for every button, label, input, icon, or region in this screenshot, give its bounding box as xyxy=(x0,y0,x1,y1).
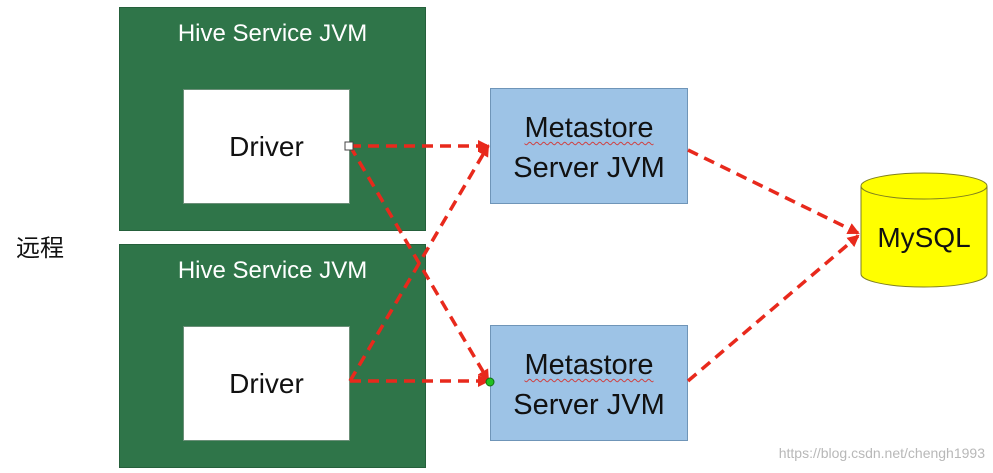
mysql-cylinder-icon xyxy=(860,172,988,288)
metastore-server-top: Metastore Server JVM xyxy=(490,88,688,204)
driver-box-top: Driver xyxy=(183,89,350,204)
metastore-line1: Metastore xyxy=(524,349,654,381)
watermark: https://blog.csdn.net/chengh1993 xyxy=(778,445,985,461)
metastore-line2: Server JVM xyxy=(513,389,665,421)
remote-label: 远程 xyxy=(16,234,64,262)
mysql-label: MySQL xyxy=(877,222,971,253)
hive-service-title: Hive Service JVM xyxy=(177,257,368,284)
metastore-line2: Server JVM xyxy=(513,152,665,184)
driver-box-bottom: Driver xyxy=(183,326,350,441)
hive-service-bottom: Hive Service JVM Driver xyxy=(119,244,426,468)
metastore-server-bottom: Metastore Server JVM xyxy=(490,325,688,441)
metastore-line1: Metastore xyxy=(524,112,654,144)
hive-service-top: Hive Service JVM Driver xyxy=(119,7,426,231)
hive-service-title: Hive Service JVM xyxy=(177,20,368,47)
